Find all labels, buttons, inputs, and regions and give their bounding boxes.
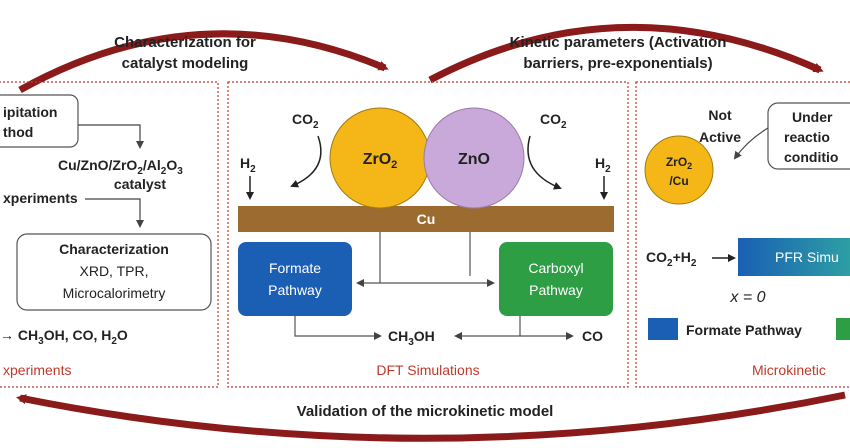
cu-label: Cu — [417, 211, 436, 227]
top-left-label-line2: catalyst modeling — [122, 55, 249, 72]
method-to-catalyst-arrow — [78, 124, 144, 149]
precipitation-method-line1: ipitation — [3, 104, 57, 120]
experiments-to-characterization-arrow — [85, 198, 144, 228]
carboxyl-to-ch3oh-arrow — [454, 316, 521, 340]
formate-pathway-box — [238, 242, 352, 316]
under-conditions-line2: reactio — [784, 129, 830, 145]
legend-carboxyl-swatch — [836, 318, 850, 340]
characterization-title: Characterization — [59, 241, 169, 257]
precipitation-method-box — [0, 94, 79, 148]
carboxyl-pathway-line1: Carboxyl — [528, 260, 583, 276]
top-left-arc — [18, 30, 389, 94]
co-product: CO — [582, 328, 603, 344]
microkinetic-panel-title: Microkinetic — [752, 362, 826, 378]
zro2-cu-particle — [644, 135, 714, 205]
bottom-label: Validation of the microkinetic model — [297, 403, 554, 420]
zro2-particle-label: ZrO2 — [363, 151, 398, 171]
co2-left-label: CO2 — [292, 111, 319, 131]
h2-right-label: H2 — [595, 155, 611, 175]
top-right-label-line2: barriers, pre-exponentials) — [523, 55, 712, 72]
dft-panel — [227, 81, 629, 388]
zno-particle — [423, 107, 525, 209]
under-reaction-conditions-box — [767, 102, 850, 170]
not-active-line2: Active — [699, 129, 741, 145]
h2-left-label: H2 — [240, 155, 256, 175]
catalyst-label: catalyst — [114, 176, 166, 192]
experiment-products: → CH3OH, CO, H2O — [0, 327, 128, 347]
co2-left-arrow — [290, 135, 322, 188]
feed-label: CO2+H2 — [646, 249, 697, 269]
pfr-simulation-label: PFR Simu — [775, 249, 839, 265]
under-conditions-line3: conditio — [784, 149, 838, 165]
not-active-line1: Not — [708, 107, 732, 123]
cu-surface-bar — [238, 206, 614, 232]
zro2-cu-line2: /Cu — [669, 174, 688, 188]
characterization-line2: Microcalorimetry — [63, 285, 166, 301]
top-right-label-line1: Kinetic parameters (Activation — [510, 34, 727, 51]
precipitation-method-line2: thod — [3, 124, 33, 140]
characterization-line1: XRD, TPR, — [80, 263, 149, 279]
experiments-label: xperiments — [3, 190, 78, 206]
formate-to-ch3oh-arrow — [294, 316, 382, 340]
top-right-arc — [428, 23, 824, 84]
under-conditions-line1: Under — [792, 109, 833, 125]
zno-particle-label: ZnO — [458, 151, 490, 168]
characterization-box — [16, 233, 212, 311]
top-left-label-line1: Characterization for — [114, 34, 256, 51]
co2-right-label: CO2 — [540, 111, 567, 131]
legend-formate-label: Formate Pathway — [686, 322, 802, 338]
x-equals-zero: x = 0 — [729, 289, 765, 306]
carboxyl-pathway-line2: Pathway — [529, 282, 583, 298]
formate-pathway-line2: Pathway — [268, 282, 322, 298]
experiments-panel-title: xperiments — [3, 362, 71, 378]
carboxyl-pathway-box — [499, 242, 613, 316]
microkinetic-panel — [635, 81, 850, 388]
formate-pathway-line1: Formate — [269, 260, 321, 276]
pfr-simulation-bar — [738, 238, 850, 276]
catalyst-formula: Cu/ZnO/ZrO2/Al2O3 — [58, 157, 183, 177]
zro2-cu-line1: ZrO2 — [666, 155, 692, 171]
co2-right-arrow — [527, 135, 562, 190]
not-active-arrow — [733, 127, 769, 160]
bottom-arc — [16, 391, 846, 442]
ch3oh-product: CH3OH — [388, 328, 435, 348]
dft-panel-title: DFT Simulations — [376, 362, 479, 378]
legend-formate-swatch — [648, 318, 678, 340]
